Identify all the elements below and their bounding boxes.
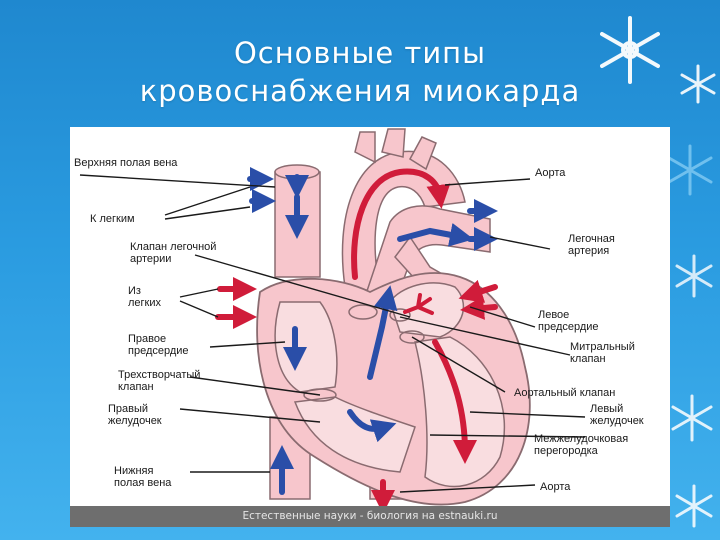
snowflake-icon xyxy=(675,484,713,528)
label-right-ventricle: Правый желудочек xyxy=(108,403,162,427)
snowflake-icon xyxy=(671,394,713,442)
label-to-lungs: К легким xyxy=(90,213,135,225)
snowflake-icon xyxy=(680,64,716,104)
oxygenated-flow-arrows xyxy=(215,168,498,514)
deoxygenated-flow-arrows xyxy=(247,167,498,495)
label-aorta-top: Аорта xyxy=(535,167,566,179)
label-mitral-valve: Митральный клапан xyxy=(570,341,635,365)
slide-title: Основные типы кровоснабжения миокарда xyxy=(139,36,581,108)
snowflake-icon xyxy=(675,254,713,298)
valves xyxy=(303,304,425,402)
caption-bar: Естественные науки - биология на estnauk… xyxy=(70,506,670,527)
label-aorta-bottom: Аорта xyxy=(540,481,571,493)
label-pointers xyxy=(79,174,586,493)
right-ventricle xyxy=(293,396,416,473)
label-inferior-vena-cava: Нижняя полая вена xyxy=(114,465,172,489)
heart-diagram: Верхняя полая вена К легким Клапан легоч… xyxy=(70,127,670,527)
label-septum: Межжелудочковая перегородка xyxy=(534,433,629,457)
label-pulmonary-valve: Клапан легочной артерии xyxy=(130,241,217,265)
label-from-lungs: Из легких xyxy=(128,285,162,309)
label-tricuspid-valve: Трехстворчатый клапан xyxy=(118,369,201,393)
label-superior-vena-cava: Верхняя полая вена xyxy=(74,157,178,169)
heart-illustration xyxy=(79,128,586,514)
snowflake-icon xyxy=(600,16,660,84)
label-pulmonary-artery: Легочная артерия xyxy=(568,233,615,257)
label-aortic-valve: Аортальный клапан xyxy=(514,387,616,399)
label-right-atrium: Правое предсердие xyxy=(128,333,189,357)
snowflake-icon xyxy=(667,144,713,196)
label-left-ventricle: Левый желудочек xyxy=(590,403,644,427)
label-left-atrium: Левое предсердие xyxy=(538,309,599,333)
